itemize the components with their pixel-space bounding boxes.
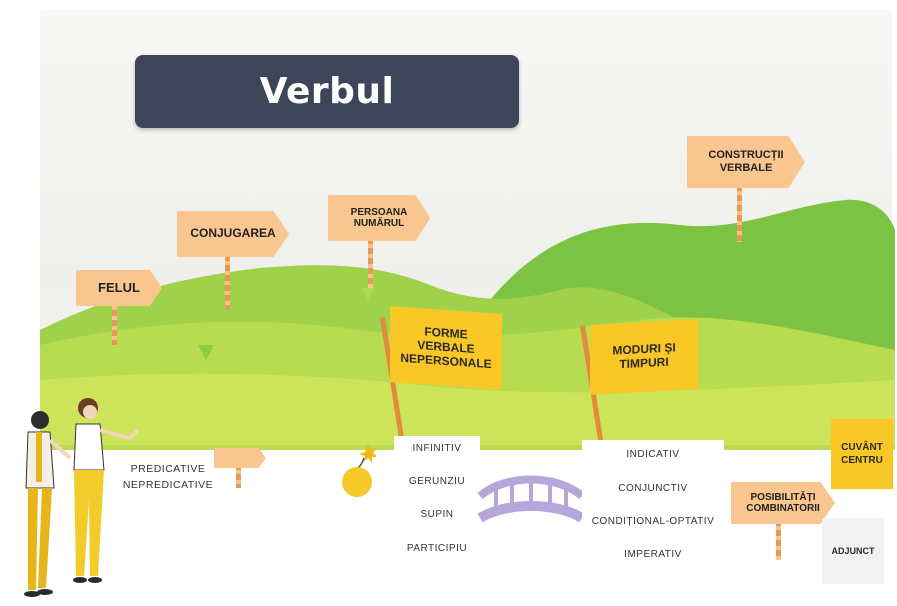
title-banner: Verbul <box>135 55 519 128</box>
sign-board: CONSTRUCȚII VERBALE <box>687 136 805 188</box>
mood-conjunctiv: CONJUNCTIV <box>618 483 688 494</box>
nonpersonal-forms-panel <box>394 436 480 568</box>
sign-label: CONJUGAREA <box>190 226 276 241</box>
mood-imperativ: IMPERATIV <box>624 549 682 560</box>
bomb-icon <box>342 444 376 497</box>
sign-board: CONJUGAREA <box>177 211 289 257</box>
sign-board: PERSOANA NUMĂRUL <box>328 195 430 241</box>
sign-post <box>225 255 230 310</box>
cuvant-centru-line2: CENTRU <box>841 455 883 466</box>
sign-post <box>112 300 117 345</box>
predicative-list: PREDICATIVE NEPREDICATIVE <box>118 462 218 494</box>
cuvant-centru-line1: CUVÂNT <box>841 442 883 453</box>
sign-post <box>737 185 742 242</box>
page-title: Verbul <box>259 71 395 112</box>
sign-label-line1: POSIBILITĂȚI <box>750 491 816 503</box>
flag-cloth: MODURI ȘI TIMPURI <box>590 319 698 395</box>
nonpersonal-form-supin: SUPIN <box>420 509 454 520</box>
adjunct-label: ADJUNCT <box>831 546 875 556</box>
flag-label-line3: NEPERSONALE <box>400 350 492 372</box>
people-illustration-icon <box>24 398 140 597</box>
adjunct-box: ADJUNCT <box>822 518 884 584</box>
moods-panel <box>582 440 724 572</box>
flag-cloth: FORME VERBALE NEPERSONALE <box>390 306 502 390</box>
sign-post <box>236 464 241 488</box>
sign-board <box>214 448 266 468</box>
cuvant-centru-box: CUVÂNT CENTRU <box>831 419 893 489</box>
small-arrow-hill-middle <box>362 288 374 300</box>
nonpersonal-form-gerunziu: GERUNZIU <box>408 476 466 487</box>
sign-board: POSIBILITĂȚI COMBINATORII <box>731 482 835 524</box>
sign-label-line2: COMBINATORII <box>746 503 820 514</box>
sign-label-line1: CONSTRUCȚII <box>708 149 784 162</box>
small-arrow-hill-left <box>198 345 214 360</box>
sign-label-line2: VERBALE <box>719 162 773 174</box>
sign-label: FELUL <box>98 279 140 295</box>
sign-label-line2: NUMĂRUL <box>353 218 405 229</box>
sign-board: FELUL <box>76 270 162 306</box>
mood-indicativ: INDICATIV <box>626 449 680 460</box>
predicative-item: NEPREDICATIVE <box>122 478 214 491</box>
sign-post <box>368 238 373 288</box>
sign-post <box>776 520 781 560</box>
bridge-icon <box>477 475 585 523</box>
predicative-item: PREDICATIVE <box>130 463 206 475</box>
nonpersonal-form-participiu: PARTICIPIU <box>406 543 468 554</box>
sign-label-line1: PERSOANA <box>350 206 408 218</box>
flag-label-line2: TIMPURI <box>619 354 669 372</box>
hill-front <box>40 373 895 445</box>
nonpersonal-form-infinitiv: INFINITIV <box>412 443 462 454</box>
mood-conditional-optativ: CONDIȚIONAL-OPTATIV <box>591 516 715 527</box>
